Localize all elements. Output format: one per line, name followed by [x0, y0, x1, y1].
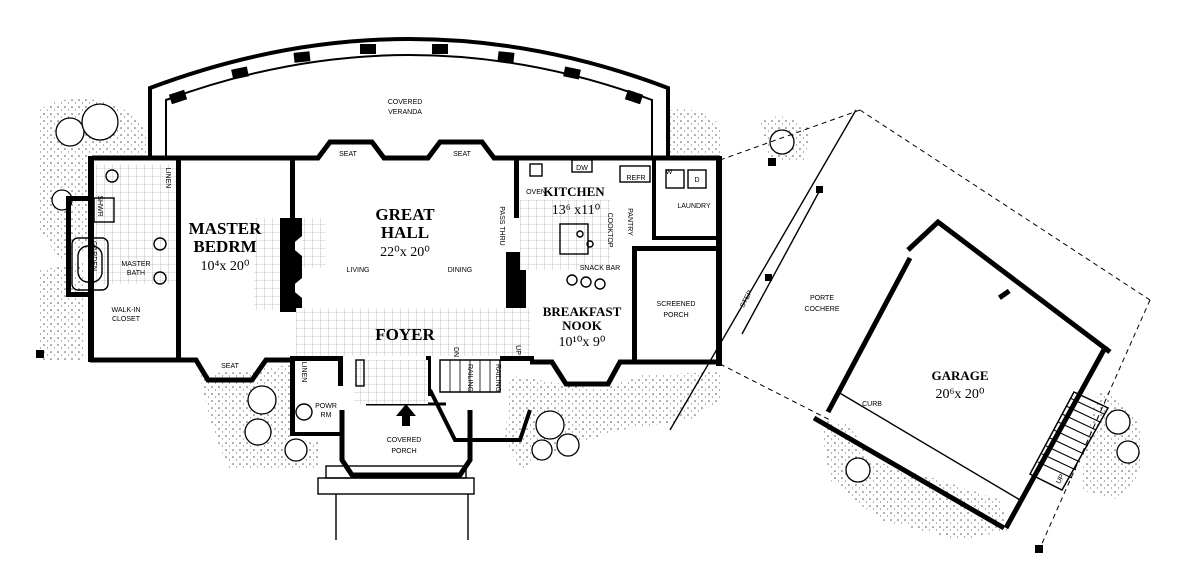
great-hall-size: 22⁰x 20⁰: [380, 245, 430, 260]
screened-porch-label-1: SCREENED: [657, 301, 696, 308]
shower-label: SHWR: [96, 195, 103, 216]
pantry-label: PANTRY: [626, 208, 633, 236]
dining-label: DINING: [448, 267, 473, 274]
step-label-cochere: STEP: [739, 289, 754, 309]
powder-rm-label-2: RM: [321, 412, 332, 419]
living-label: LIVING: [347, 267, 370, 274]
porte-cochere-label-1: PORTE: [810, 295, 834, 302]
fixtures: [71, 159, 707, 421]
washer-icon: [665, 169, 685, 189]
entry-porch: [317, 404, 475, 540]
seat-label-right: SEAT: [453, 151, 471, 158]
garage-size: 20⁶x 20⁰: [936, 387, 985, 402]
garage-stairs: [1028, 391, 1110, 491]
stool-icon: [594, 278, 606, 290]
seat-label-left: SEAT: [339, 151, 357, 158]
linen-label-foyer: LINEN: [300, 362, 307, 383]
up-label-garage: UP: [1055, 473, 1066, 485]
covered-veranda: [148, 37, 670, 160]
veranda-label-2: VERANDA: [388, 109, 422, 116]
linen-label-bath: LINEN: [164, 168, 171, 189]
stool-icon: [580, 276, 592, 288]
curb-label: CURB: [862, 401, 882, 408]
washer-label: W: [666, 169, 673, 176]
sink-icon: [153, 271, 167, 285]
shrubs: [51, 103, 1140, 483]
toilet-icon: [105, 169, 119, 183]
screened-porch-label-2: PORCH: [663, 312, 688, 319]
sink-icon: [153, 237, 167, 251]
toilet-icon: [295, 403, 313, 421]
kitchen-name: KITCHEN: [543, 184, 605, 199]
master-bath-label-2: BATH: [127, 270, 145, 277]
breakfast-nook-name-1: BREAKFAST: [543, 304, 622, 319]
dryer-label: D: [694, 177, 699, 184]
garage-name: GARAGE: [931, 368, 988, 383]
pass-thru-label: PASS THRU: [498, 206, 505, 245]
master-bedrm-name-1: MASTER: [189, 219, 262, 238]
walk-in-closet-label-2: CLOSET: [112, 316, 141, 323]
garden-tub-label: GARDEN: [90, 241, 97, 271]
porte-cochere-label-2: COCHERE: [804, 306, 839, 313]
railing-label-left: RAILING: [466, 364, 473, 392]
up-label: UP: [514, 345, 521, 355]
railing-label-right: RAILING: [494, 364, 501, 392]
covered-porch-label-2: PORCH: [391, 448, 416, 455]
garage-structure: [36, 109, 1151, 553]
walk-in-closet-label-1: WALK-IN: [112, 307, 141, 314]
breakfast-nook-name-2: NOOK: [562, 318, 603, 333]
tile-floors: [96, 164, 610, 404]
house-walls: [66, 139, 722, 478]
master-bath-label-1: MASTER: [121, 261, 150, 268]
shower-icon: [93, 197, 115, 223]
dw-label: DW: [576, 165, 588, 172]
great-hall-name-1: GREAT: [375, 205, 435, 224]
kitchen-island: [559, 223, 589, 255]
stool-icon: [566, 274, 578, 286]
garden-tub-icon: [71, 237, 109, 291]
oven-label: OVEN: [526, 189, 546, 196]
seat-label-bedrm: SEAT: [221, 363, 239, 370]
master-bedrm-name-2: BEDRM: [193, 237, 256, 256]
covered-porch-label-1: COVERED: [387, 437, 422, 444]
refr-label: REFR: [626, 175, 645, 182]
closet-rod: [355, 359, 365, 387]
kitchen-size: 13⁶ x11⁰: [552, 203, 601, 218]
room-labels: COVERED VERANDA GREAT HALL 22⁰x 20⁰ MAST…: [90, 99, 1066, 485]
dryer-icon: [687, 169, 707, 189]
laundry-label: LAUNDRY: [677, 203, 711, 210]
great-hall-name-2: HALL: [381, 223, 429, 242]
breakfast-nook-size: 10¹⁰x 9⁰: [559, 335, 606, 350]
powder-rm-label-1: POWR: [315, 403, 337, 410]
master-bedrm-size: 10⁴x 20⁰: [201, 259, 250, 274]
foyer-name: FOYER: [375, 325, 435, 344]
step-label-porch: STEP: [714, 261, 721, 280]
snack-bar-label: SNACK BAR: [580, 265, 620, 272]
veranda-label-1: COVERED: [388, 99, 423, 106]
dn-label: DN: [452, 347, 459, 357]
entry-arrow-icon: [396, 404, 416, 426]
cooktop-label: COOKTOP: [606, 213, 613, 248]
